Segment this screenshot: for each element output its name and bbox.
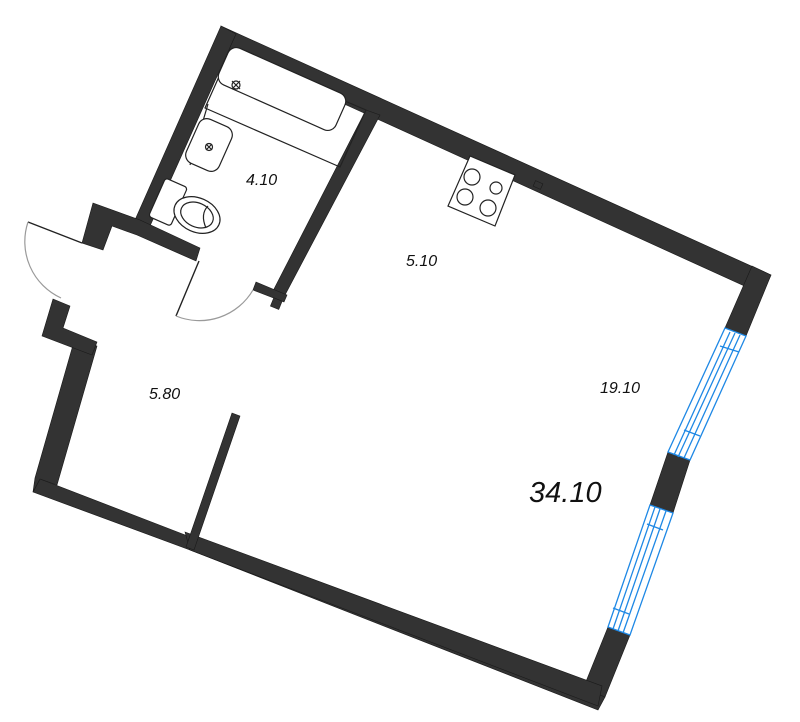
wall-bathroom-door-post [270,297,283,310]
toilet [148,178,221,234]
wall-left [32,337,98,493]
wall-bathroom-door-stub [252,281,288,303]
burner-icon [463,168,481,186]
burner-icon [456,188,474,206]
bathtub [204,46,367,168]
wall-left-stub [41,298,98,356]
wall-bottom-right [184,531,603,707]
outer-walls [32,25,772,711]
sink-drain-icon [204,142,214,152]
sink [185,103,233,172]
window-upper [667,327,747,461]
entrance-door[interactable] [24,221,83,299]
wall-right-pier [649,451,691,514]
window-lower [607,504,674,636]
stove [447,155,516,227]
wall-bathroom-right [272,109,381,296]
bathtub-drain-icon [231,80,241,90]
burner-icon [489,181,503,195]
total-area: 34.10 [529,477,602,509]
kitchen-wall-notch [532,180,544,190]
wall-hallway-partition [185,412,241,551]
wall-entrance-top [81,202,201,262]
room-area-bathroom: 4.10 [246,172,278,189]
interior-walls [185,109,381,551]
bathroom-door[interactable] [175,260,254,322]
room-area-hallway: 5.80 [149,386,181,403]
burner-icon [479,199,497,217]
room-area-kitchen: 5.10 [406,253,438,270]
room-area-living-room: 19.10 [600,380,641,397]
